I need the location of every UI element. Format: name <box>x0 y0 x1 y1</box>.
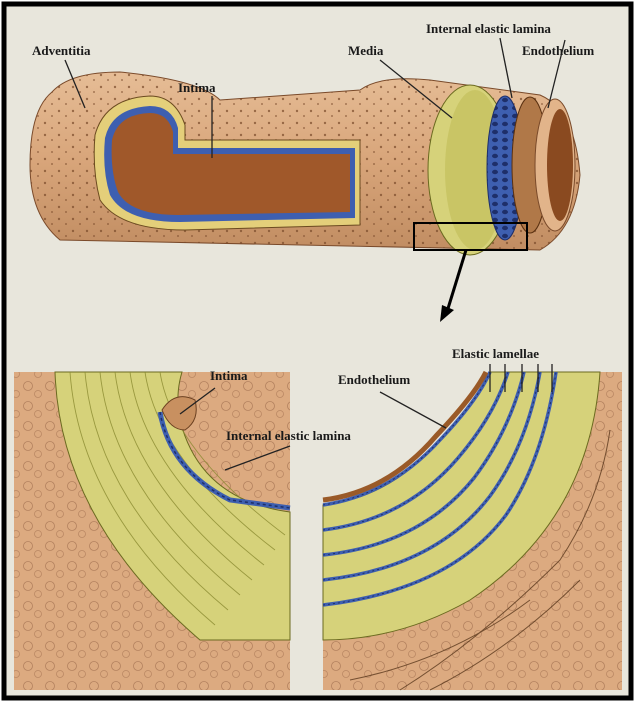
label-intima-bottom: Intima <box>210 368 248 383</box>
label-media: Media <box>348 43 384 58</box>
label-intima-top: Intima <box>178 80 216 95</box>
cross-section-left <box>14 372 290 690</box>
label-endothelium-bottom: Endothelium <box>338 372 410 387</box>
label-adventitia: Adventitia <box>32 43 91 58</box>
label-internal-elastic-lamina-bottom: Internal elastic lamina <box>226 428 351 443</box>
label-internal-elastic-lamina-top: Internal elastic lamina <box>426 21 551 36</box>
label-elastic-lamellae: Elastic lamellae <box>452 346 539 361</box>
label-endothelium-top: Endothelium <box>522 43 594 58</box>
